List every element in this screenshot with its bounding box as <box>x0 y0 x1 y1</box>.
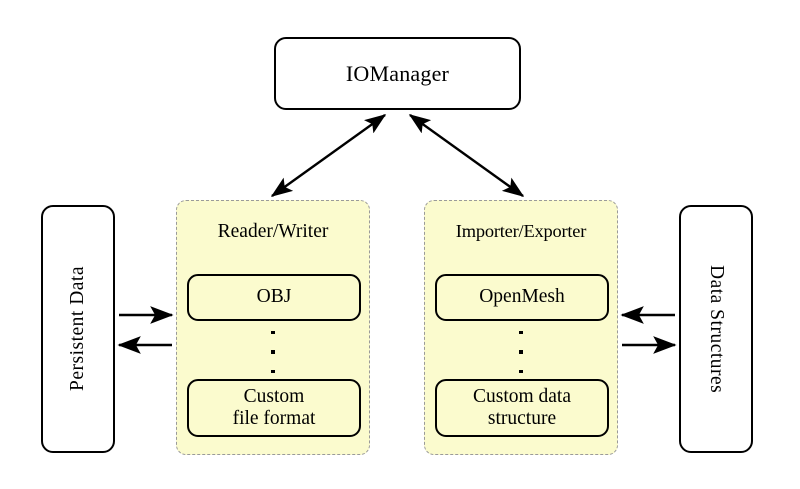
data-structures-label: Data Structures <box>706 264 727 394</box>
node-openmesh-label: OpenMesh <box>479 286 565 308</box>
node-io-manager[interactable]: IOManager <box>274 37 521 110</box>
node-custom-file-format-label: Custom file format <box>233 386 316 431</box>
io-manager-label: IOManager <box>345 60 450 86</box>
persistent-data-label: Persistent Data <box>67 266 88 392</box>
node-persistent-data[interactable]: Persistent Data <box>41 205 115 453</box>
reader-writer-ellipsis-icon <box>177 331 369 373</box>
panel-importer-exporter-title: Importer/Exporter <box>455 221 587 241</box>
node-obj[interactable]: OBJ <box>187 274 361 321</box>
connector-manager-importerexporter <box>408 114 525 197</box>
node-custom-file-format-line1: Custom <box>243 385 305 407</box>
node-data-structures[interactable]: Data Structures <box>679 205 753 453</box>
node-custom-data-structure[interactable]: Custom data structure <box>435 379 609 437</box>
node-custom-data-structure-line1: Custom data <box>472 385 572 407</box>
node-openmesh[interactable]: OpenMesh <box>435 274 609 321</box>
node-custom-file-format[interactable]: Custom file format <box>187 379 361 437</box>
panel-reader-writer[interactable]: Reader/Writer OBJ Custom file format <box>176 200 370 455</box>
panel-importer-exporter[interactable]: Importer/Exporter OpenMesh Custom data s… <box>424 200 618 455</box>
importer-exporter-ellipsis-icon <box>425 331 617 373</box>
node-custom-data-structure-label: Custom data structure <box>473 386 571 431</box>
node-custom-file-format-line2: file format <box>232 408 316 429</box>
node-custom-data-structure-line2: structure <box>487 408 557 429</box>
panel-reader-writer-title: Reader/Writer <box>217 221 329 242</box>
connector-manager-readerwriter <box>270 114 387 197</box>
node-obj-label: OBJ <box>256 286 292 308</box>
